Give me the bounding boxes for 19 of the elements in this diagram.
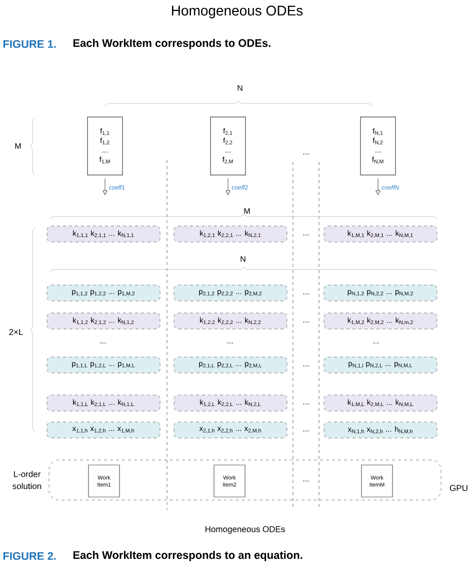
ellipsis: ... [227,342,233,344]
figure-number: FIGURE 2. [3,552,56,560]
ellipsis: ... [303,234,309,236]
dimension-label: M [15,143,21,149]
title: Homogeneous ODEs [172,6,303,18]
figure-number: FIGURE 1. [3,40,56,48]
dimension-label: N [238,85,242,91]
dimension-label: 2×L [9,329,23,335]
dimension-label: N [240,256,246,262]
ellipsis: ... [373,342,379,344]
node-label: GPU [450,485,468,492]
caption: Each WorkItem corresponds to an equation. [73,550,302,562]
ellipsis: ... [100,342,106,344]
diagram-label: Homogeneous ODEs [206,526,285,534]
side-label: L-order solution [12,470,42,490]
dimension-label: M [244,208,250,214]
caption: Each WorkItem corresponds to ODEs. [73,38,270,50]
ellipsis: ... [303,480,309,482]
ellipsis: ... [303,430,309,432]
